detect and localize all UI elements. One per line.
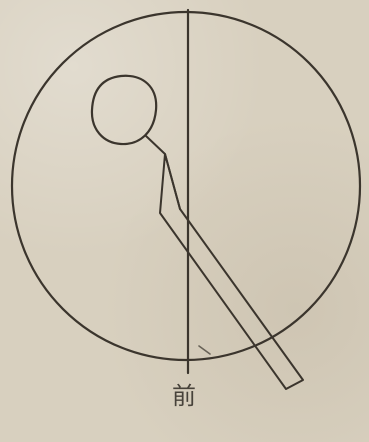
outer-circle [12,12,360,360]
front-label: 前 [0,382,369,410]
small-circle [92,76,156,144]
sketch-mark [199,346,210,354]
